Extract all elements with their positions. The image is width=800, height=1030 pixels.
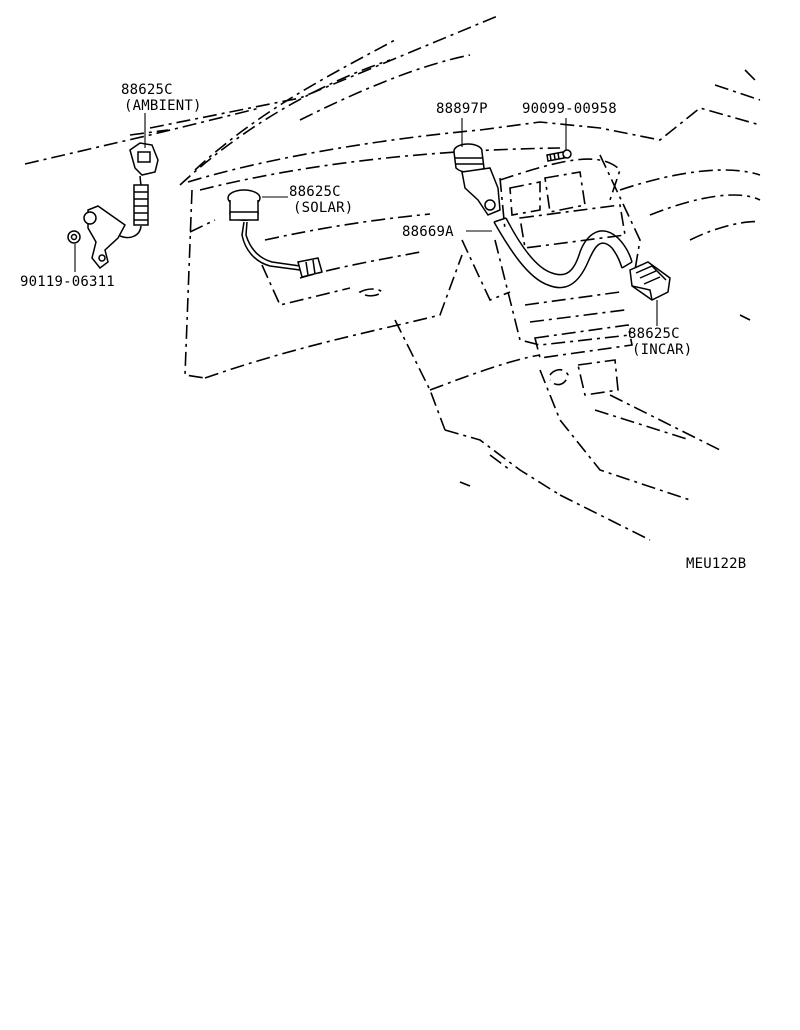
part-number-ambient: 88625C xyxy=(121,82,173,98)
screw-icon xyxy=(546,149,572,162)
part-number-hose: 88669A xyxy=(402,224,454,240)
part-number-aspirator: 88897P xyxy=(436,101,488,117)
part-name-ambient: (AMBIENT) xyxy=(124,98,202,114)
part-name-incar: (INCAR) xyxy=(632,342,692,358)
aspirator-hose xyxy=(493,217,633,289)
figure-code: MEU122B xyxy=(686,556,746,572)
solar-sensor xyxy=(227,189,323,278)
part-number-solar: 88625C xyxy=(289,184,341,200)
incar-sensor xyxy=(629,261,671,301)
part-number-bolt: 90119-06311 xyxy=(20,274,115,290)
bolt-icon xyxy=(67,230,81,244)
leader-lines xyxy=(74,113,658,326)
aspirator xyxy=(453,143,501,216)
ambient-sensor xyxy=(83,142,159,270)
part-number-screw: 90099-00958 xyxy=(522,101,617,117)
part-name-solar: (SOLAR) xyxy=(293,200,353,216)
dashboard-outline xyxy=(24,14,761,541)
part-number-incar: 88625C xyxy=(628,326,680,342)
